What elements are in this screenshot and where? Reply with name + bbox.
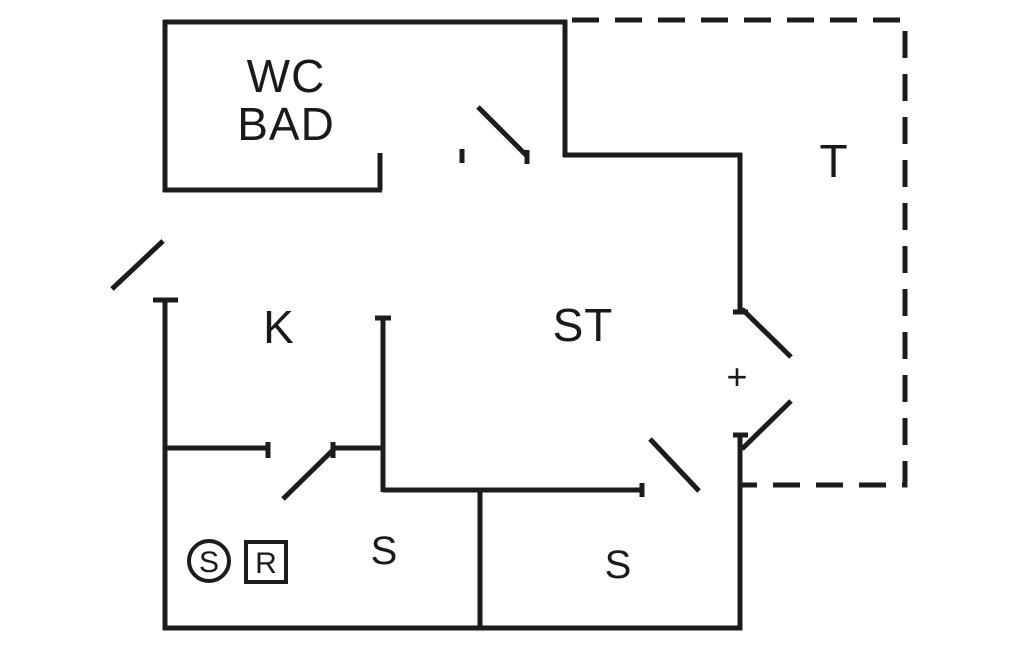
- wall-end-ticks: [153, 149, 748, 497]
- room-label-bedroom-left: S: [371, 529, 398, 573]
- door-swing-leaves: [110, 105, 793, 501]
- circle-symbol-label: S: [199, 546, 219, 579]
- solid-walls: [162, 19, 743, 631]
- terrace-door-plus: +: [726, 356, 747, 397]
- room-label-terrace: T: [819, 135, 848, 187]
- room-label-living: ST: [553, 299, 614, 351]
- room-label-bedroom-right: S: [605, 543, 632, 587]
- box-symbol-label: R: [255, 547, 277, 580]
- box-symbol-outline: [244, 540, 288, 584]
- room-label-kitchen: K: [263, 301, 295, 353]
- room-label-wc: WC: [247, 50, 326, 102]
- circle-symbol-outline: [187, 539, 231, 583]
- room-label-bad: BAD: [237, 98, 335, 150]
- terrace-dashed-boundary: [572, 17, 908, 488]
